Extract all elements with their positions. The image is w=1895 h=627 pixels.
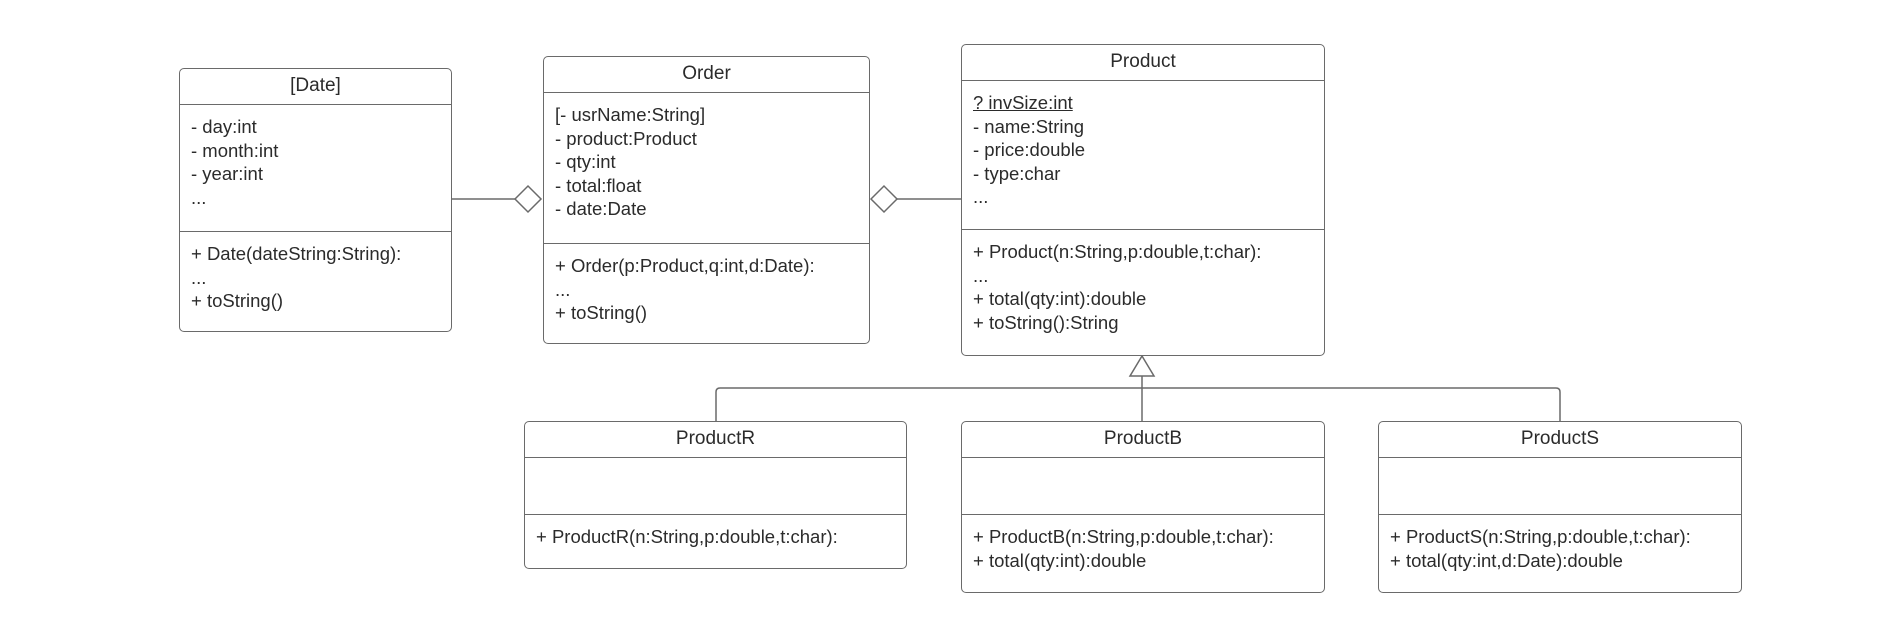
class-order[interactable]: Order [- usrName:String]- product:Produc… — [543, 56, 870, 344]
attributes-section — [962, 458, 1324, 514]
class-name: ProductS — [1379, 422, 1741, 458]
methods-section: + Product(n:String,p:double,t:char):... +… — [962, 229, 1324, 355]
method-line: ... — [191, 266, 207, 288]
method-line: + ProductS(n:String,p:double,t:char): — [1390, 526, 1691, 547]
method-line: + ProductB(n:String,p:double,t:char): — [973, 526, 1274, 547]
attribute-line: - product:Product — [555, 127, 697, 149]
class-name: ProductB — [962, 422, 1324, 458]
class-name: Order — [544, 57, 869, 93]
method-line: + toString() — [191, 290, 284, 311]
method-line: + total(qty:int,d:Date):double — [1390, 549, 1623, 571]
attribute-line: - month:int — [191, 139, 279, 161]
method-line: + total(qty:int):double — [973, 288, 1147, 309]
attributes-section — [525, 458, 906, 514]
class-product-b[interactable]: ProductB + ProductB(n:String,p:double,t:… — [961, 421, 1325, 593]
methods-section: + Date(dateString:String):... + toString(… — [180, 231, 451, 331]
class-product-r[interactable]: ProductR + ProductR(n:String,p:double,t:… — [524, 421, 907, 569]
class-name: ProductR — [525, 422, 906, 458]
method-line: + Order(p:Product,q:int,d:Date): — [555, 255, 815, 276]
method-line: ... — [973, 264, 989, 286]
method-line: + Product(n:String,p:double,t:char): — [973, 241, 1262, 262]
attributes-section: ? invSize:int- name:String- price:double… — [962, 81, 1324, 229]
attribute-line: - year:int — [191, 163, 263, 184]
attribute-line: - type:char — [973, 162, 1061, 184]
attribute-line: ... — [191, 186, 207, 208]
generalization-branch — [715, 387, 1561, 421]
aggregation-diamond-product — [869, 184, 899, 214]
method-line: + total(qty:int):double — [973, 549, 1147, 571]
method-line: + ProductR(n:String,p:double,t:char): — [536, 526, 838, 547]
attribute-line: ... — [973, 186, 989, 207]
class-name: [Date] — [180, 69, 451, 105]
attribute-line: - date:Date — [555, 198, 647, 219]
attribute-line: ? invSize:int — [973, 92, 1073, 113]
attribute-line: [- usrName:String] — [555, 104, 706, 125]
method-line: + Date(dateString:String): — [191, 243, 402, 264]
methods-section: + ProductB(n:String,p:double,t:char):+ t… — [962, 514, 1324, 592]
attribute-line: - name:String — [973, 115, 1085, 137]
method-line: + toString() — [555, 302, 648, 323]
method-line: + toString():String — [973, 311, 1119, 333]
attributes-section: [- usrName:String]- product:Product- qty… — [544, 93, 869, 243]
class-date[interactable]: [Date] - day:int- month:int- year:int...… — [179, 68, 452, 332]
attributes-section: - day:int- month:int- year:int... — [180, 105, 451, 231]
methods-section: + ProductS(n:String,p:double,t:char):+ t… — [1379, 514, 1741, 592]
attributes-section — [1379, 458, 1741, 514]
method-line: ... — [555, 278, 571, 300]
aggregation-diamond-date — [513, 184, 543, 214]
attribute-line: - price:double — [973, 139, 1086, 160]
attribute-line: - day:int — [191, 116, 257, 137]
class-product-s[interactable]: ProductS + ProductS(n:String,p:double,t:… — [1378, 421, 1742, 593]
attribute-line: - total:float — [555, 174, 642, 196]
class-name: Product — [962, 45, 1324, 81]
attribute-line: - qty:int — [555, 151, 616, 172]
class-product[interactable]: Product ? invSize:int- name:String- pric… — [961, 44, 1325, 356]
generalization-triangle — [1128, 354, 1156, 377]
methods-section: + Order(p:Product,q:int,d:Date):... + toS… — [544, 243, 869, 343]
methods-section: + ProductR(n:String,p:double,t:char): — [525, 514, 906, 568]
